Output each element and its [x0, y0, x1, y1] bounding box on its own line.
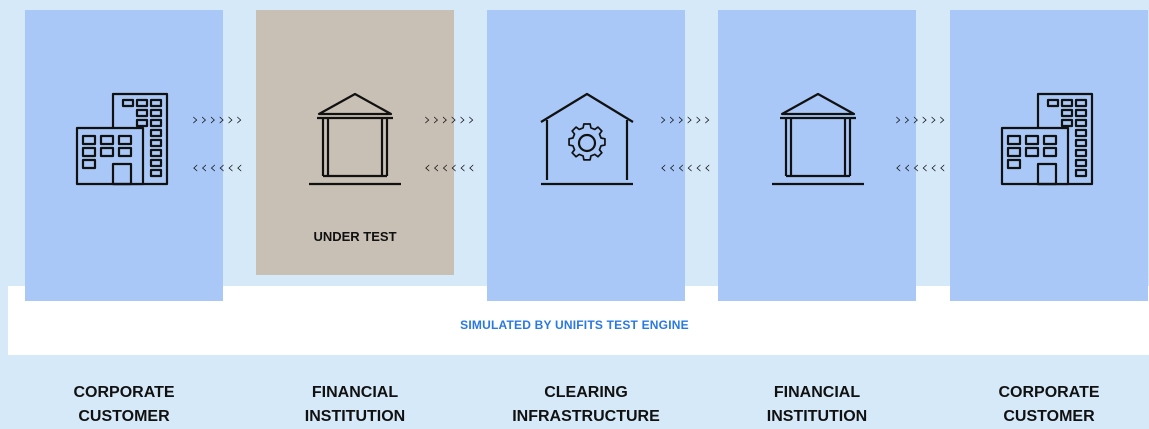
party-label-corporate-customer-right: CORPORATE CUSTOMER	[998, 384, 1100, 425]
column-clearing-infrastructure	[487, 10, 685, 301]
under-test-label: UNDER TEST	[313, 229, 397, 244]
party-label-financial-institution-left: FINANCIAL INSTITUTION	[304, 384, 406, 425]
forward-arrows: ››››››	[660, 110, 713, 130]
party-label-corporate-customer-left: CORPORATE CUSTOMER	[73, 384, 175, 425]
office-building-icon	[73, 88, 173, 188]
party-label-clearing-infrastructure: CLEARING INFRASTRUCTURE	[512, 384, 660, 425]
forward-arrows: ››››››	[895, 110, 948, 130]
party-label-financial-institution-right: FINANCIAL INSTITUTION	[766, 384, 868, 425]
office-building-icon	[998, 88, 1098, 188]
gear-house-icon	[537, 88, 637, 188]
backward-arrows: ‹‹‹‹‹‹	[424, 158, 477, 178]
column-financial-institution-right	[718, 10, 916, 301]
bank-icon	[768, 88, 868, 188]
bank-icon	[305, 88, 405, 188]
backward-arrows: ‹‹‹‹‹‹	[192, 158, 245, 178]
column-financial-institution-under-test	[256, 10, 454, 275]
simulated-label: SIMULATED BY UNIFITS TEST ENGINE	[460, 318, 689, 332]
backward-arrows: ‹‹‹‹‹‹	[895, 158, 948, 178]
backward-arrows: ‹‹‹‹‹‹	[660, 158, 713, 178]
forward-arrows: ››››››	[192, 110, 245, 130]
forward-arrows: ››››››	[424, 110, 477, 130]
